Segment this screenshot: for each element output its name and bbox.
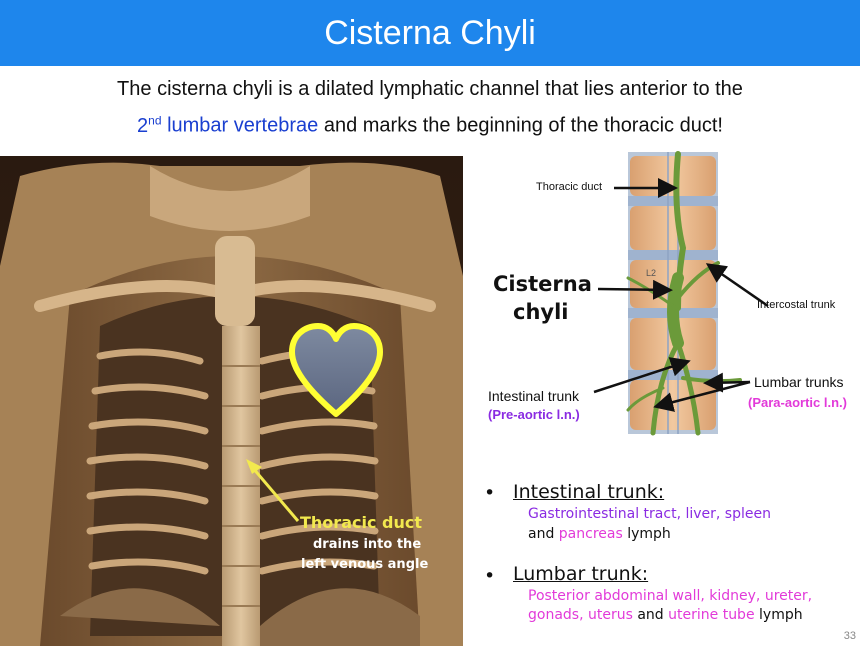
photo-label-title: Thoracic duct	[300, 513, 422, 532]
bullet-1-line-1: Gastrointestinal tract, liver, spleen	[528, 506, 771, 522]
slide-title: Cisterna Chyli	[324, 14, 536, 52]
bullet-1-heading: Intestinal trunk:	[513, 481, 665, 503]
bullet-2-and: and	[632, 607, 669, 623]
bullet-1-and: and	[528, 526, 559, 542]
intro-text: The cisterna chyli is a dilated lymphati…	[40, 74, 820, 142]
label-intercostal-trunk: Intercostal trunk	[757, 299, 836, 311]
intro-lumbar-vertebrae: lumbar vertebrae	[161, 114, 319, 137]
intro-ordinal-suffix: nd	[148, 113, 162, 127]
lymphatic-diagram: L2	[593, 151, 769, 436]
label-cisterna-line-2: chyli	[513, 300, 569, 324]
heart-marker-icon	[289, 323, 383, 417]
bullet-1-line-2: and pancreas lymph	[528, 526, 671, 542]
intro-ordinal-number: 2	[137, 114, 149, 137]
intro-ordinal: 2nd	[137, 113, 162, 137]
bullet-2-lymph: lymph	[754, 607, 803, 623]
intro-line-2: 2nd lumbar vertebrae and marks the begin…	[40, 105, 820, 142]
bullet-1-lymph: lymph	[622, 526, 671, 542]
label-intestinal-trunk: Intestinal trunk	[488, 388, 580, 404]
label-lumbar-sub: (Para-aortic l.n.)	[748, 395, 847, 410]
intro-rest: and marks the beginning of the thoracic …	[318, 114, 723, 137]
bullet-1-pancreas: pancreas	[558, 526, 623, 542]
bullet-1-symbol: •	[484, 482, 496, 504]
label-lumbar-trunks: Lumbar trunks	[754, 374, 844, 390]
bullet-2-line-1: Posterior abdominal wall, kidney, ureter…	[528, 588, 813, 604]
title-bar: Cisterna Chyli	[0, 0, 860, 66]
photo-label-line-2: left venous angle	[301, 557, 429, 572]
dissection-photo	[0, 156, 463, 646]
bullet-2-uterine-tube: uterine tube	[668, 607, 755, 623]
label-cisterna-line-1: Cisterna	[493, 272, 592, 296]
label-thoracic-duct: Thoracic duct	[536, 181, 603, 193]
bullet-2-gonads-uterus: gonads, uterus	[528, 607, 633, 623]
intro-line-1: The cisterna chyli is a dilated lymphati…	[117, 78, 743, 100]
vertebra-l2-label: L2	[646, 268, 656, 278]
bullet-2-heading: Lumbar trunk:	[513, 563, 649, 585]
page-number: 33	[843, 630, 856, 642]
bullet-2-symbol: •	[484, 565, 496, 587]
bullet-2-line-2: gonads, uterus and uterine tube lymph	[528, 607, 803, 623]
photo-label-line-1: drains into the	[313, 537, 422, 552]
label-intestinal-sub: (Pre-aortic l.n.)	[488, 407, 580, 422]
